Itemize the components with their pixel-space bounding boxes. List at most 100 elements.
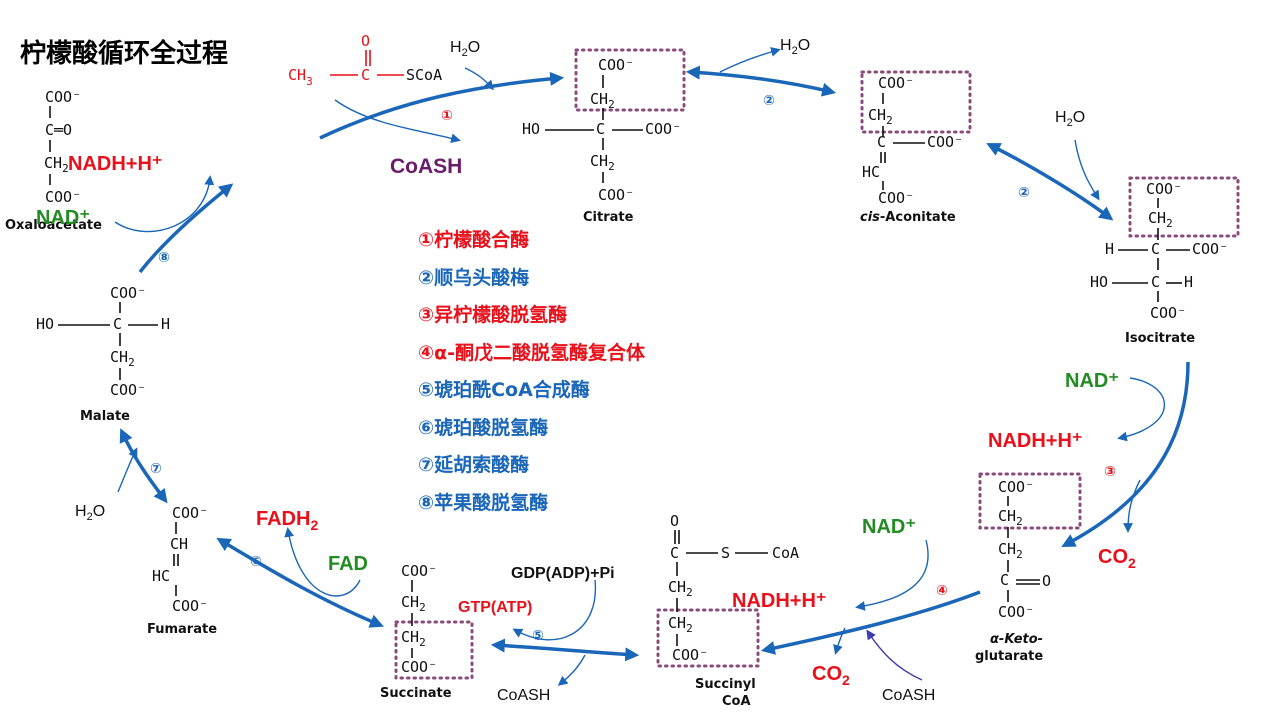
coo-label: COO⁻ xyxy=(598,186,634,204)
coo-label: COO⁻ xyxy=(998,478,1034,496)
step2a-arrow xyxy=(685,65,837,97)
coo-label: COO⁻ xyxy=(401,658,437,676)
step4-arrow xyxy=(760,590,981,655)
hc-label: HC xyxy=(152,567,170,585)
page-title: 柠檬酸循环全过程 xyxy=(20,38,228,69)
ch2-label: CH2 xyxy=(868,106,893,127)
coo-label: COO⁻ xyxy=(110,381,146,399)
coo-label: COO⁻ xyxy=(645,120,681,138)
coo-label: COO⁻ xyxy=(401,562,437,580)
coash-4: CoASH xyxy=(882,687,935,704)
s-label: S xyxy=(721,544,730,562)
coo-label: COO⁻ xyxy=(1192,240,1228,258)
fumarate-structure: COO⁻ CH HC COO⁻ Fumarate xyxy=(147,504,217,637)
aconitate-box xyxy=(860,70,972,134)
fad-label: FAD xyxy=(328,553,368,575)
ho-label: HO xyxy=(36,315,54,333)
citrate-structure: COO⁻ CH2 HO C COO⁻ CH2 COO⁻ Citrate xyxy=(522,48,686,225)
ch2-label: CH2 xyxy=(668,614,693,635)
c-label: C xyxy=(1151,273,1160,291)
ho-label: HO xyxy=(1090,273,1108,291)
o-label: O xyxy=(1042,572,1051,590)
coo-label: COO⁻ xyxy=(598,56,634,74)
malate-structure: COO⁻ HO C H CH2 COO⁻ Malate xyxy=(36,284,170,424)
co2-4: CO2 xyxy=(812,663,850,688)
ch2-label: CH2 xyxy=(668,578,693,599)
h-label: H xyxy=(1184,273,1193,291)
step1-arrow xyxy=(319,71,565,140)
acetyl-scoa: SCoA xyxy=(406,66,442,84)
co2-release-arrow-3 xyxy=(1123,479,1141,533)
nad-to-nadh-arrow-4 xyxy=(855,539,929,611)
step-7-number: ⑦ xyxy=(150,461,162,477)
ch2-label: CH2 xyxy=(998,540,1023,561)
acetyl-ch3: CH3 xyxy=(288,66,313,88)
nad-3: NAD⁺ xyxy=(1065,370,1119,392)
fadh2-label: FADH2 xyxy=(256,508,318,533)
gdp-label: GDP(ADP)+Pi xyxy=(511,565,615,582)
alpha-ketoglutarate-structure: COO⁻ CH2 CH2 C O COO⁻ α-Keto- glutarate xyxy=(975,472,1082,664)
coo-label: COO⁻ xyxy=(878,74,914,92)
step8-arrow xyxy=(138,183,234,274)
water-in-arrow-1 xyxy=(464,67,494,91)
step3-arrow xyxy=(1061,361,1190,547)
coo-label: COO⁻ xyxy=(878,189,914,207)
legend-item-4: ④α-酮戊二酸脱氢酶复合体 xyxy=(418,341,646,364)
ch2-label: CH2 xyxy=(590,90,615,111)
oxaloacetate-structure: COO⁻ C═O CH2 COO⁻ Oxaloacetate xyxy=(5,88,102,233)
succinate-label: Succinate xyxy=(380,686,452,701)
step6-arrow xyxy=(216,537,384,628)
aconitate-label: cis-Aconitate xyxy=(860,210,956,225)
step2b-arrow xyxy=(986,143,1114,221)
coash-in-arrow-4 xyxy=(866,629,923,681)
c-label: C xyxy=(1000,571,1009,589)
coo-label: COO⁻ xyxy=(1150,304,1186,322)
isocitrate-label: Isocitrate xyxy=(1125,331,1195,346)
nad-8: NAD⁺ xyxy=(36,207,90,229)
legend-item-7: ⑦延胡索酸酶 xyxy=(418,453,529,476)
coash-5: CoASH xyxy=(497,687,550,704)
ketoglutarate-label-1: α-Keto- xyxy=(990,632,1043,647)
isocitrate-structure: COO⁻ CH2 H C COO⁻ HO C H COO⁻ Isocitrate xyxy=(1090,176,1240,346)
coo-label: COO⁻ xyxy=(172,504,208,522)
coo-label: COO⁻ xyxy=(110,284,146,302)
citrate-acetyl-box xyxy=(574,48,686,112)
step5-arrow xyxy=(490,638,640,662)
cis-aconitate-structure: COO⁻ CH2 C COO⁻ HC COO⁻ cis-Aconitate xyxy=(860,70,972,225)
gtp-label: GTP(ATP) xyxy=(458,599,532,616)
water-in-arrow-2 xyxy=(1074,139,1100,201)
water-7: H2O xyxy=(75,503,105,523)
isocitrate-box xyxy=(1128,176,1240,238)
succinate-box xyxy=(394,620,474,680)
ch2-label: CH2 xyxy=(590,152,615,173)
legend-item-1: ①柠檬酸合酶 xyxy=(418,228,529,251)
legend-item-5: ⑤琥珀酰CoA合成酶 xyxy=(418,378,590,401)
nadh-3: NADH+H⁺ xyxy=(988,430,1082,452)
c-label: C xyxy=(670,544,679,562)
coash-out-arrow-5 xyxy=(557,654,586,686)
legend-item-2: ②顺乌头酸梅 xyxy=(418,266,529,289)
succinate-structure: COO⁻ CH2 CH2 COO⁻ Succinate xyxy=(380,562,474,701)
succinyl-coa-structure: O C S CoA CH2 CH2 COO⁻ Succinyl CoA xyxy=(656,512,799,709)
acetyl-carbon: C xyxy=(361,66,370,84)
coo-label: COO⁻ xyxy=(172,597,208,615)
hc-label: HC xyxy=(862,163,880,181)
gdp-to-gtp-arrow xyxy=(512,579,597,641)
ch2-label: CH2 xyxy=(44,154,69,175)
malate-label: Malate xyxy=(80,409,130,424)
coa-label: CoA xyxy=(772,544,799,562)
ch2-label: CH2 xyxy=(1148,209,1173,230)
coo-label: COO⁻ xyxy=(45,88,81,106)
step-1-number: ① xyxy=(441,108,453,124)
nad-to-nadh-arrow-8 xyxy=(114,175,215,233)
fad-to-fadh2-arrow xyxy=(284,527,361,597)
c-o-label: C═O xyxy=(45,121,72,139)
water-out-arrow xyxy=(719,47,781,73)
legend-item-6: ⑥琥珀酸脱氢酶 xyxy=(418,416,548,439)
h-label: H xyxy=(161,315,170,333)
nadh-4: NADH+H⁺ xyxy=(732,590,826,612)
succinyl-label-1: Succinyl xyxy=(695,677,756,692)
nadh-8: NADH+H⁺ xyxy=(68,153,162,175)
ch2-label: CH2 xyxy=(401,628,426,649)
